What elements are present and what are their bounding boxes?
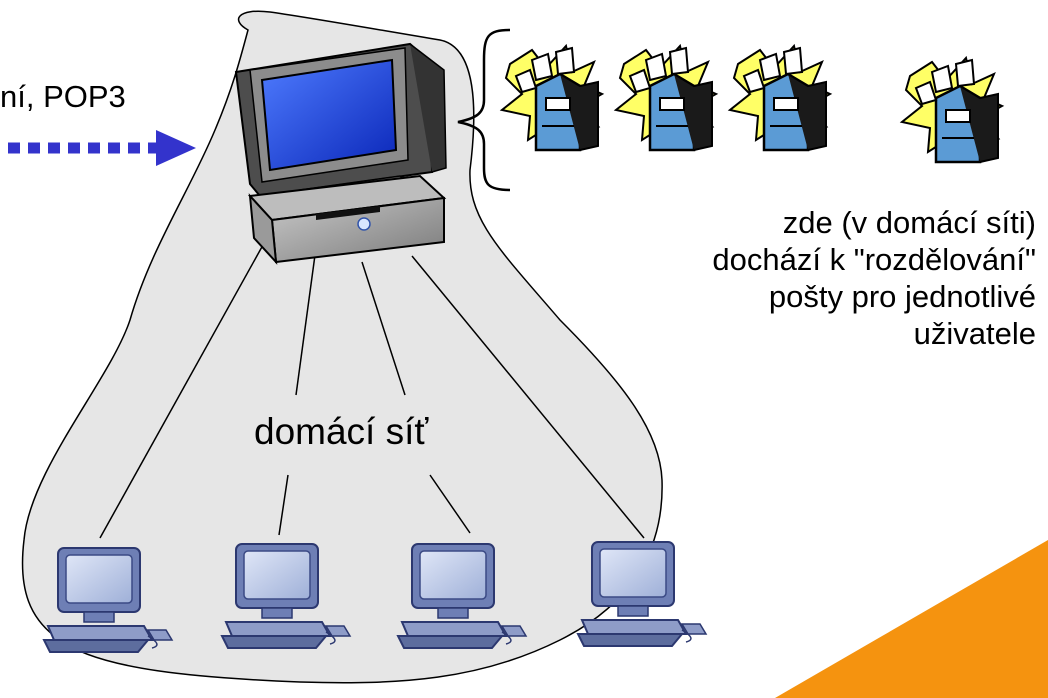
home-network-label: domácí síť xyxy=(254,411,429,452)
mailbox-icon xyxy=(728,44,832,152)
link-line-3b xyxy=(429,474,471,534)
note-line: pošty pro jednotlivé xyxy=(768,279,1036,314)
link-line-2a xyxy=(295,254,316,396)
link-line-4 xyxy=(411,255,645,539)
home-network-cloud xyxy=(21,10,663,684)
workstation-icon xyxy=(577,541,707,647)
server-computer-icon xyxy=(234,42,447,265)
note-line: zde (v domácí síti) xyxy=(782,205,1036,240)
mailbox-icon xyxy=(900,56,1004,164)
link-line-1 xyxy=(99,235,269,539)
link-line-3a xyxy=(361,261,406,396)
note-line: dochází k "rozdělování" xyxy=(712,242,1036,277)
pop3-arrow xyxy=(8,130,196,166)
link-line-2b xyxy=(278,474,289,536)
pop3-label: ní, POP3 xyxy=(0,79,126,114)
distribution-note: zde (v domácí síti) dochází k "rozdělová… xyxy=(712,204,1036,352)
mailbox-icon xyxy=(614,44,718,152)
curly-brace xyxy=(457,28,511,192)
note-line: uživatele xyxy=(913,316,1036,351)
orange-corner-accent xyxy=(775,540,1048,698)
mailbox-icon xyxy=(500,44,604,152)
